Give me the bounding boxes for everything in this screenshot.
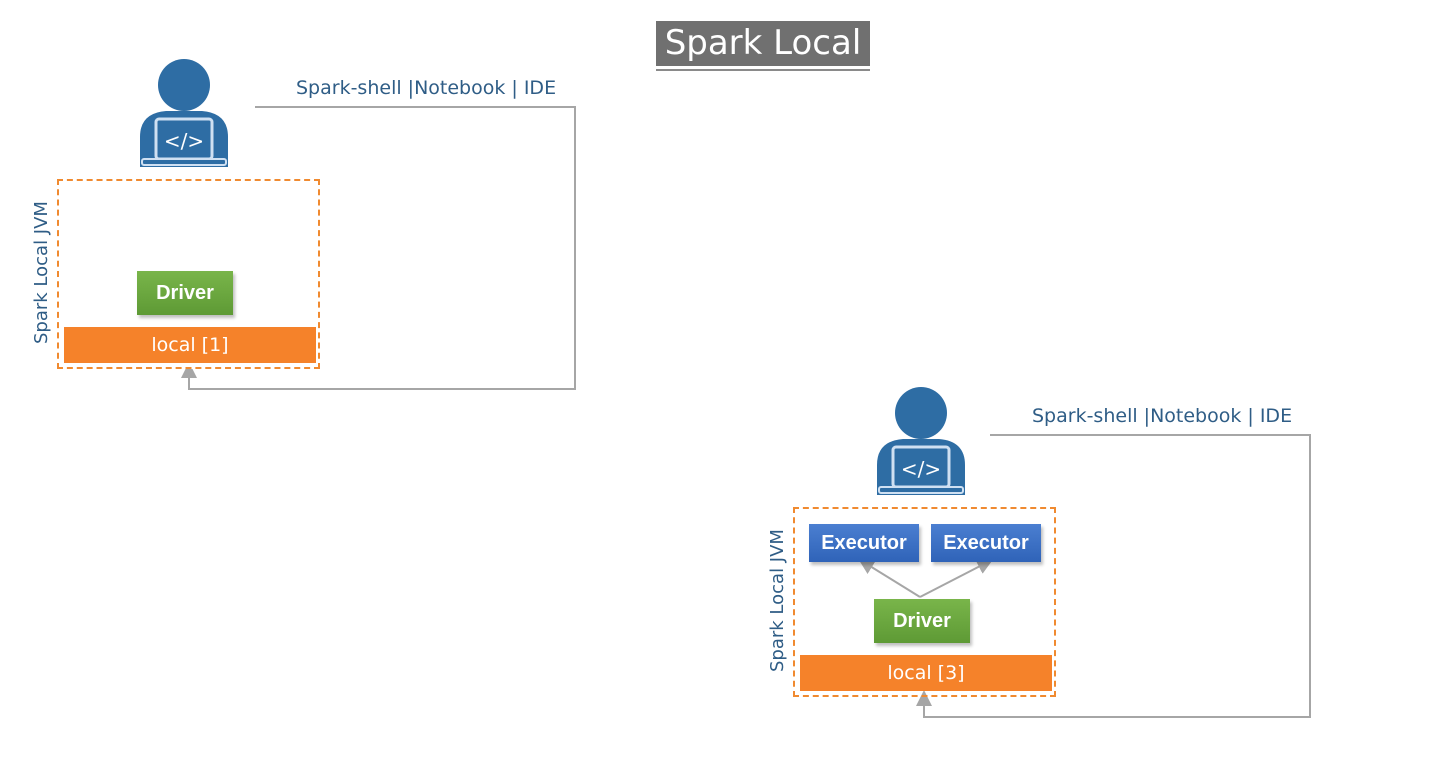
tool-label-left: Spark-shell |Notebook | IDE bbox=[296, 77, 557, 99]
local-bar-left: local [1] bbox=[64, 327, 316, 363]
executor-box-1: Executor bbox=[809, 524, 919, 562]
svg-text:</>: </> bbox=[164, 129, 204, 153]
page-title: Spark Local bbox=[656, 21, 870, 66]
driver-executor-link-right bbox=[919, 559, 994, 598]
tool-label-right: Spark-shell |Notebook | IDE bbox=[1032, 405, 1293, 427]
developer-icon: </> bbox=[140, 59, 228, 167]
title-underline bbox=[656, 69, 870, 71]
driver-box-left: Driver bbox=[137, 271, 233, 315]
developer-icon: </> bbox=[877, 387, 965, 495]
driver-box-right: Driver bbox=[874, 599, 970, 643]
left-connector bbox=[181, 106, 576, 390]
driver-executor-link-left bbox=[858, 558, 921, 598]
jvm-label-right: Spark Local JVM bbox=[767, 529, 788, 672]
jvm-box-right bbox=[793, 507, 1056, 697]
local-bar-right: local [3] bbox=[800, 655, 1052, 691]
jvm-label-left: Spark Local JVM bbox=[31, 201, 52, 344]
svg-text:</>: </> bbox=[901, 457, 941, 481]
right-connector bbox=[916, 434, 1311, 718]
executor-box-2: Executor bbox=[931, 524, 1041, 562]
